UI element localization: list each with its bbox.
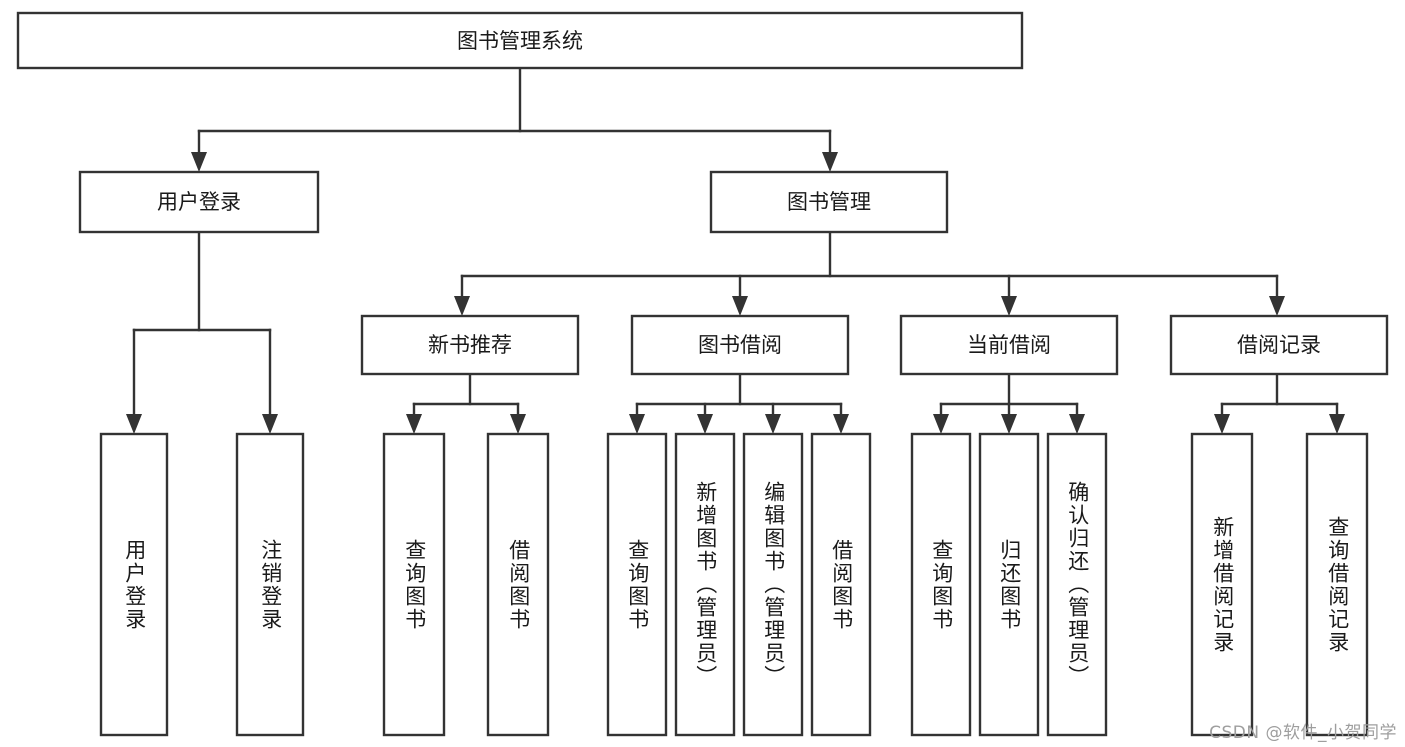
node-box-book-manage[interactable] — [709, 170, 949, 234]
node-box-leaf-return-book[interactable] — [978, 432, 1040, 737]
arrow-to-leaf-query-book-1 — [406, 414, 422, 434]
node-box-new-book-recommend[interactable] — [360, 314, 580, 376]
csdn-watermark: CSDN @软件_小贺同学 — [1209, 723, 1397, 743]
node-box-leaf-logout-login[interactable] — [235, 432, 305, 737]
node-box-leaf-edit-book[interactable] — [742, 432, 804, 737]
arrow-to-leaf-confirm-return — [1069, 414, 1085, 434]
arrow-to-leaf-user-login — [126, 414, 142, 434]
node-label-book-manage: 图书管理 — [787, 190, 871, 214]
node-box-leaf-user-login[interactable] — [99, 432, 169, 737]
node-label-current-borrow: 当前借阅 — [967, 333, 1051, 357]
arrow-to-leaf-edit-book — [765, 414, 781, 434]
arrow-to-leaf-add-record — [1214, 414, 1230, 434]
arrow-to-new-book-recommend — [454, 296, 470, 316]
arrow-to-leaf-query-book-2 — [629, 414, 645, 434]
node-box-leaf-query-book-1[interactable] — [382, 432, 446, 737]
connector-layer — [126, 66, 1345, 434]
arrow-to-leaf-logout-login — [262, 414, 278, 434]
node-label-new-book-recommend: 新书推荐 — [428, 333, 512, 357]
node-box-user-login[interactable] — [78, 170, 320, 234]
node-label-borrow-record: 借阅记录 — [1237, 333, 1321, 357]
arrow-to-book-borrow — [732, 296, 748, 316]
arrow-to-current-borrow — [1001, 296, 1017, 316]
arrow-to-leaf-borrow-book-1 — [510, 414, 526, 434]
node-box-book-borrow[interactable] — [630, 314, 850, 376]
node-box-leaf-add-book[interactable] — [674, 432, 736, 737]
node-box-leaf-borrow-book-2[interactable] — [810, 432, 872, 737]
node-box-leaf-borrow-book-1[interactable] — [486, 432, 550, 737]
arrow-to-leaf-query-book-3 — [933, 414, 949, 434]
arrow-to-user-login — [191, 152, 207, 172]
node-label-book-borrow: 图书借阅 — [698, 333, 782, 357]
node-box-leaf-query-book-2[interactable] — [606, 432, 668, 737]
arrow-to-leaf-return-book — [1001, 414, 1017, 434]
arrow-to-leaf-query-record — [1329, 414, 1345, 434]
node-box-leaf-query-book-3[interactable] — [910, 432, 972, 737]
node-label-user-login: 用户登录 — [157, 190, 241, 214]
node-box-current-borrow[interactable] — [899, 314, 1119, 376]
arrow-to-borrow-record — [1269, 296, 1285, 316]
node-box-root[interactable] — [16, 11, 1024, 70]
node-box-leaf-confirm-return[interactable] — [1046, 432, 1108, 737]
node-box-leaf-add-record[interactable] — [1190, 432, 1254, 737]
node-layer: 图书管理系统 用户登录 图书管理 新书推荐 图书借阅 当前借阅 借阅记录 — [16, 11, 1389, 737]
arrow-to-leaf-add-book — [697, 414, 713, 434]
node-box-leaf-query-record[interactable] — [1305, 432, 1369, 737]
arrow-to-leaf-borrow-book-2 — [833, 414, 849, 434]
node-label-root: 图书管理系统 — [457, 29, 583, 53]
arrow-to-book-manage — [822, 152, 838, 172]
node-box-borrow-record[interactable] — [1169, 314, 1389, 376]
